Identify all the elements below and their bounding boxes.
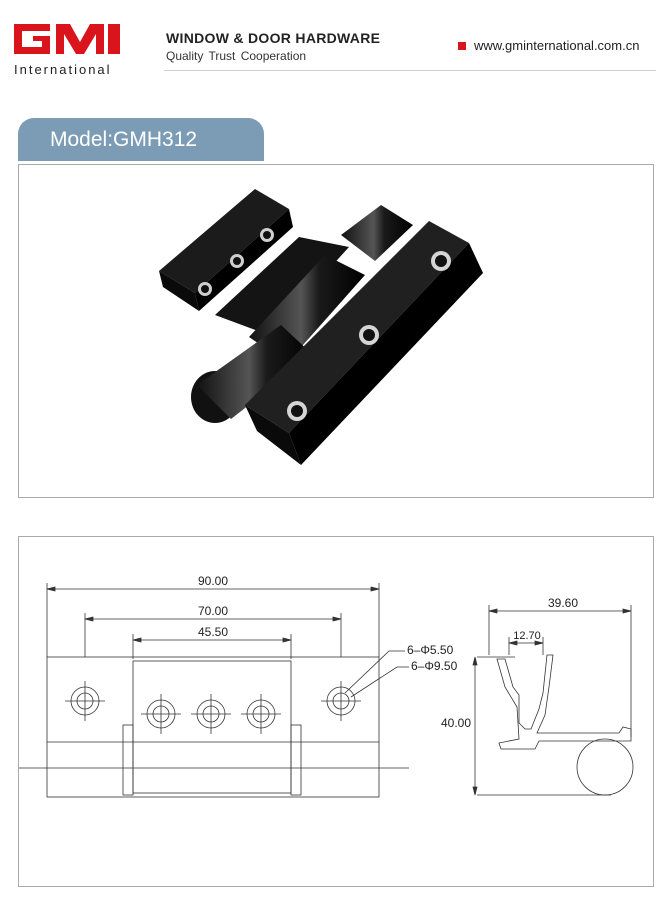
hole-4 [241, 694, 281, 734]
model-code: GMH312 [113, 128, 198, 151]
hole-2 [141, 694, 181, 734]
model-separator: : [107, 128, 114, 151]
logo-mark [14, 24, 120, 54]
model-prefix: Model [50, 128, 108, 151]
website-link[interactable]: www.gminternational.com.cn [458, 38, 639, 53]
dim-outer-hole-spacing: 70.00 [198, 604, 228, 618]
hinge-photo-image [159, 189, 483, 465]
hole-large-label: 6–Φ9.50 [411, 659, 458, 673]
header-title: WINDOW & DOOR HARDWARE [166, 30, 381, 46]
dim-side-offset: 12.70 [513, 630, 541, 642]
model-tab: Model:GMH312 [18, 118, 264, 161]
logo-wordmark: International [14, 62, 112, 77]
hole-3 [191, 694, 231, 734]
header-tagline: Quality Trust Cooperation [166, 49, 307, 63]
dim-overall-width: 90.00 [198, 574, 228, 588]
dim-side-height: 40.00 [441, 716, 471, 730]
model-label: Model:GMH312 [50, 128, 197, 152]
bullet-square-icon [458, 41, 466, 50]
dim-inner-hole-spacing: 45.50 [198, 625, 228, 639]
header-divider [164, 70, 656, 71]
hole-5 [321, 681, 361, 721]
product-photo-frame [18, 164, 654, 498]
dim-side-width: 39.60 [548, 596, 578, 610]
hole-1 [65, 681, 105, 721]
hole-small-label: 6–Φ5.50 [407, 643, 454, 657]
technical-drawing-frame: 90.00 70.00 45.50 [18, 536, 654, 887]
website-url: www.gminternational.com.cn [474, 38, 640, 53]
technical-drawing: 90.00 70.00 45.50 [19, 574, 634, 798]
